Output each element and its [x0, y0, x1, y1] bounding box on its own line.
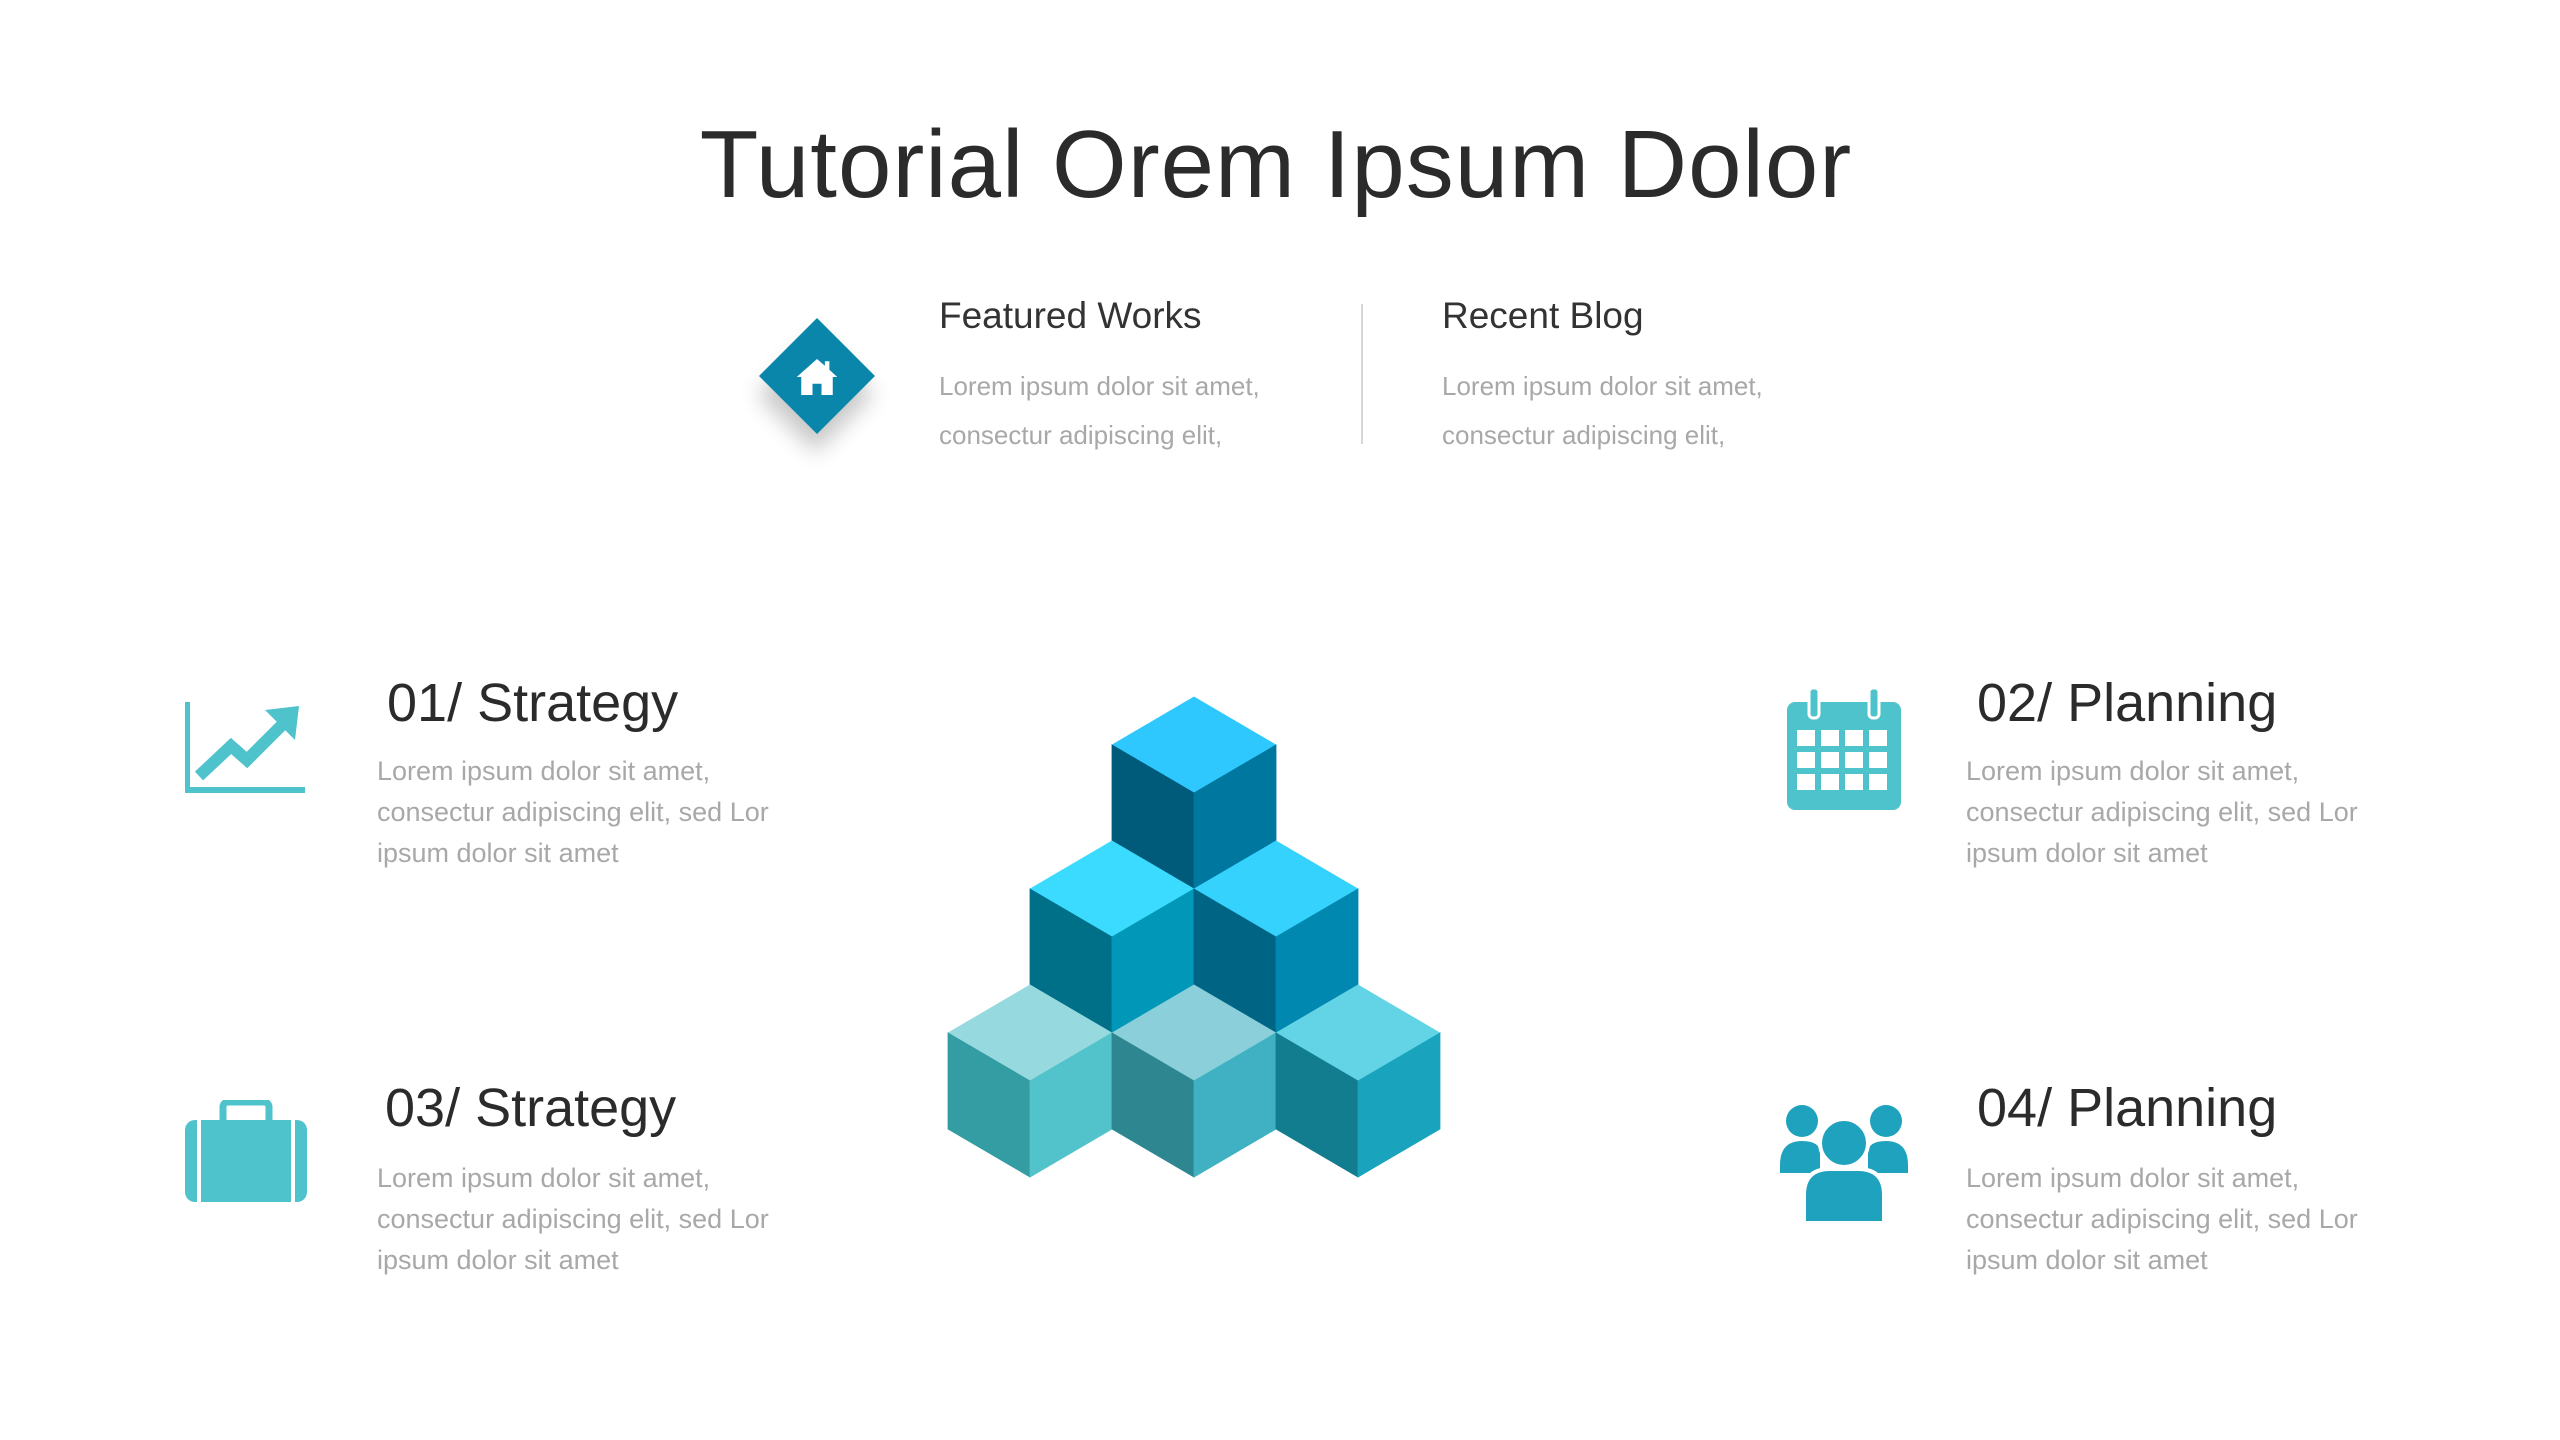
text-line: Lorem ipsum dolor sit amet, [939, 371, 1260, 401]
cube-face-right [1357, 1032, 1441, 1178]
trend-chart-icon [185, 702, 305, 793]
text-line: ipsum dolor sit amet [1966, 838, 2208, 868]
cube [1111, 984, 1277, 1178]
section-02-heading: 02/ Planning [1977, 673, 2278, 733]
page-title: Tutorial Orem Ipsum Dolor [699, 111, 1853, 218]
text-line: consectur adipiscing elit, [1442, 420, 1726, 450]
section-01-heading: 01/ Strategy [387, 673, 679, 733]
text-line: consectur adipiscing elit, sed Lor [377, 1204, 769, 1234]
home-icon [796, 359, 838, 395]
text-line: Lorem ipsum dolor sit amet, [377, 756, 711, 786]
section-04-heading: 04/ Planning [1977, 1078, 2278, 1138]
text-line: consectur adipiscing elit, sed Lor [377, 797, 769, 827]
text-line: ipsum dolor sit amet [1966, 1245, 2208, 1275]
people-icon [1780, 1105, 1908, 1223]
text-line: ipsum dolor sit amet [377, 838, 619, 868]
cube [1275, 984, 1441, 1178]
section-04-text: Lorem ipsum dolor sit amet, consectur ad… [1966, 1158, 2358, 1281]
text-line: consectur adipiscing elit, [939, 420, 1223, 450]
text-line: ipsum dolor sit amet [377, 1245, 619, 1275]
text-line: Lorem ipsum dolor sit amet, [1442, 371, 1763, 401]
briefcase-icon [185, 1100, 307, 1202]
section-03-text: Lorem ipsum dolor sit amet, consectur ad… [377, 1158, 769, 1281]
text-line: Lorem ipsum dolor sit amet, [1966, 1163, 2300, 1193]
recent-blog-text: Lorem ipsum dolor sit amet, consectur ad… [1442, 362, 1763, 460]
recent-blog-heading: Recent Blog [1442, 295, 1644, 336]
divider [1361, 304, 1363, 444]
section-01-text: Lorem ipsum dolor sit amet, consectur ad… [377, 751, 769, 874]
section-02-text: Lorem ipsum dolor sit amet, consectur ad… [1966, 751, 2358, 874]
section-03-heading: 03/ Strategy [385, 1078, 677, 1138]
text-line: consectur adipiscing elit, sed Lor [1966, 1204, 2358, 1234]
text-line: consectur adipiscing elit, sed Lor [1966, 797, 2358, 827]
cube [947, 984, 1113, 1178]
text-line: Lorem ipsum dolor sit amet, [1966, 756, 2300, 786]
text-line: Lorem ipsum dolor sit amet, [377, 1163, 711, 1193]
featured-works-heading: Featured Works [939, 295, 1202, 336]
featured-works-text: Lorem ipsum dolor sit amet, consectur ad… [939, 362, 1260, 460]
calendar-icon [1787, 688, 1901, 810]
